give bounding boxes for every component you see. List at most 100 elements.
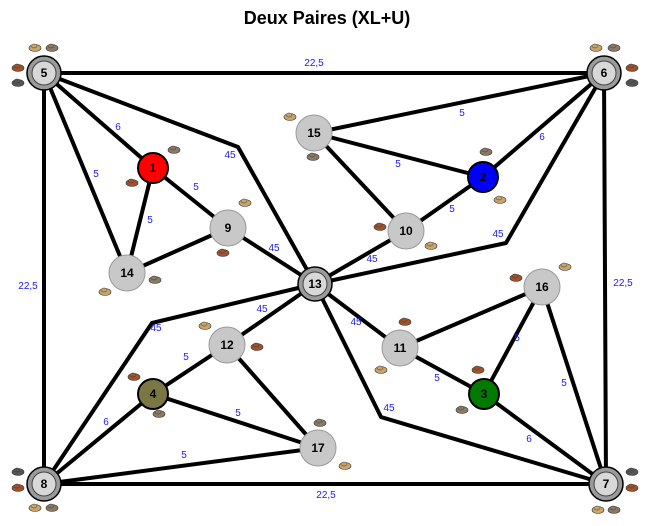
edge-label-4-17: 5: [235, 408, 241, 419]
wool-icon: [238, 198, 252, 207]
edge-label-2-10: 5: [449, 204, 455, 215]
ore-icon: [625, 483, 639, 492]
stone-icon: [607, 43, 621, 52]
grain-icon: [167, 145, 181, 154]
edge-label-6-13: 45: [492, 229, 504, 240]
edge-6-13: [313, 71, 606, 286]
wool-icon: [11, 63, 25, 72]
edge-16-3: [482, 285, 544, 396]
edge-label-5-8: 22,5: [18, 281, 38, 292]
edge-13-7: [313, 282, 608, 486]
node-label-2: 2: [480, 170, 487, 184]
edge-15-2: [312, 131, 485, 179]
edge-4-8: [42, 392, 155, 486]
node-6[interactable]: 6: [586, 55, 622, 91]
edge-15-10: [312, 131, 408, 233]
edge-6-15: [312, 71, 606, 135]
grain-icon: [198, 321, 212, 330]
lumber-icon: [127, 372, 141, 381]
edge-label-5-13: 45: [224, 150, 236, 161]
stone-icon: [250, 342, 264, 351]
stone-icon: [125, 178, 139, 187]
node-16[interactable]: 16: [523, 268, 561, 306]
edge-8-17: [42, 446, 320, 486]
stone-icon: [306, 152, 320, 161]
node-label-12: 12: [220, 338, 234, 352]
icons-layer: [11, 43, 639, 514]
edge-label-15-2: 5: [395, 159, 401, 170]
node-10[interactable]: 10: [387, 212, 425, 250]
node-9[interactable]: 9: [209, 209, 247, 247]
node-2[interactable]: 2: [467, 161, 499, 193]
node-label-6: 6: [601, 66, 608, 80]
node-3[interactable]: 3: [468, 378, 500, 410]
node-12[interactable]: 12: [208, 326, 246, 364]
node-1[interactable]: 1: [137, 152, 169, 184]
lumber-icon: [28, 43, 42, 52]
node-label-7: 7: [603, 477, 610, 491]
brick-icon: [607, 505, 621, 514]
edge-13-8: [42, 282, 317, 486]
node-label-9: 9: [225, 221, 232, 235]
node-15[interactable]: 15: [295, 114, 333, 152]
edge-5-1: [42, 71, 155, 170]
node-label-1: 1: [150, 161, 157, 175]
brick-icon: [11, 483, 25, 492]
node-5[interactable]: 5: [26, 55, 62, 91]
lumber-icon: [509, 273, 523, 282]
ore-icon: [152, 409, 166, 418]
brick-icon: [424, 241, 438, 250]
edge-11-16: [398, 285, 544, 350]
edge-label-6-7: 22,5: [613, 278, 633, 289]
node-17[interactable]: 17: [299, 429, 337, 467]
ore-icon: [493, 195, 507, 204]
edge-4-17: [151, 392, 320, 450]
wool-icon: [591, 505, 605, 514]
node-13[interactable]: 13: [297, 266, 333, 302]
edge-label-1-14: 5: [147, 215, 153, 226]
edge-label-13-12: 45: [256, 304, 268, 315]
brick-icon: [338, 461, 352, 470]
edge-label-12-4: 5: [183, 352, 189, 363]
stone-icon: [374, 365, 388, 374]
node-8[interactable]: 8: [26, 466, 62, 502]
node-label-3: 3: [481, 387, 488, 401]
edge-16-7: [540, 285, 608, 486]
edge-label-5-1: 6: [115, 122, 121, 133]
edge-label-8-7: 22,5: [316, 490, 336, 501]
lumber-icon: [625, 63, 639, 72]
node-14[interactable]: 14: [108, 254, 146, 292]
lumber-icon: [98, 287, 112, 296]
node-label-11: 11: [394, 341, 407, 355]
edge-labels-layer: 22,522,522,522,5654555455645554545454545…: [18, 58, 633, 501]
edge-label-16-3: 5: [514, 333, 520, 344]
edge-label-5-14: 5: [93, 169, 99, 180]
node-7[interactable]: 7: [588, 466, 624, 502]
node-label-15: 15: [307, 126, 321, 140]
ore-icon: [625, 78, 639, 87]
wool-icon: [11, 467, 25, 476]
ore-icon: [45, 43, 59, 52]
node-label-10: 10: [399, 224, 413, 238]
edge-label-13-8: 45: [150, 323, 162, 334]
edge-label-16-7: 5: [561, 378, 567, 389]
grain-icon: [283, 112, 297, 121]
edge-label-6-15: 5: [459, 108, 465, 119]
edge-3-7: [482, 392, 608, 486]
node-11[interactable]: 11: [381, 329, 419, 367]
node-label-13: 13: [308, 277, 322, 291]
edge-6-7: [602, 71, 608, 486]
edge-label-9-13: 45: [268, 243, 280, 254]
edge-6-2: [481, 71, 606, 179]
grain-icon: [28, 503, 42, 512]
node-label-17: 17: [311, 441, 325, 455]
ore-icon: [148, 275, 162, 284]
edge-label-13-7: 45: [383, 403, 395, 414]
edge-label-1-9: 5: [193, 182, 199, 193]
node-4[interactable]: 4: [137, 378, 169, 410]
edge-label-13-11: 45: [350, 317, 362, 328]
wool-icon: [373, 222, 387, 231]
